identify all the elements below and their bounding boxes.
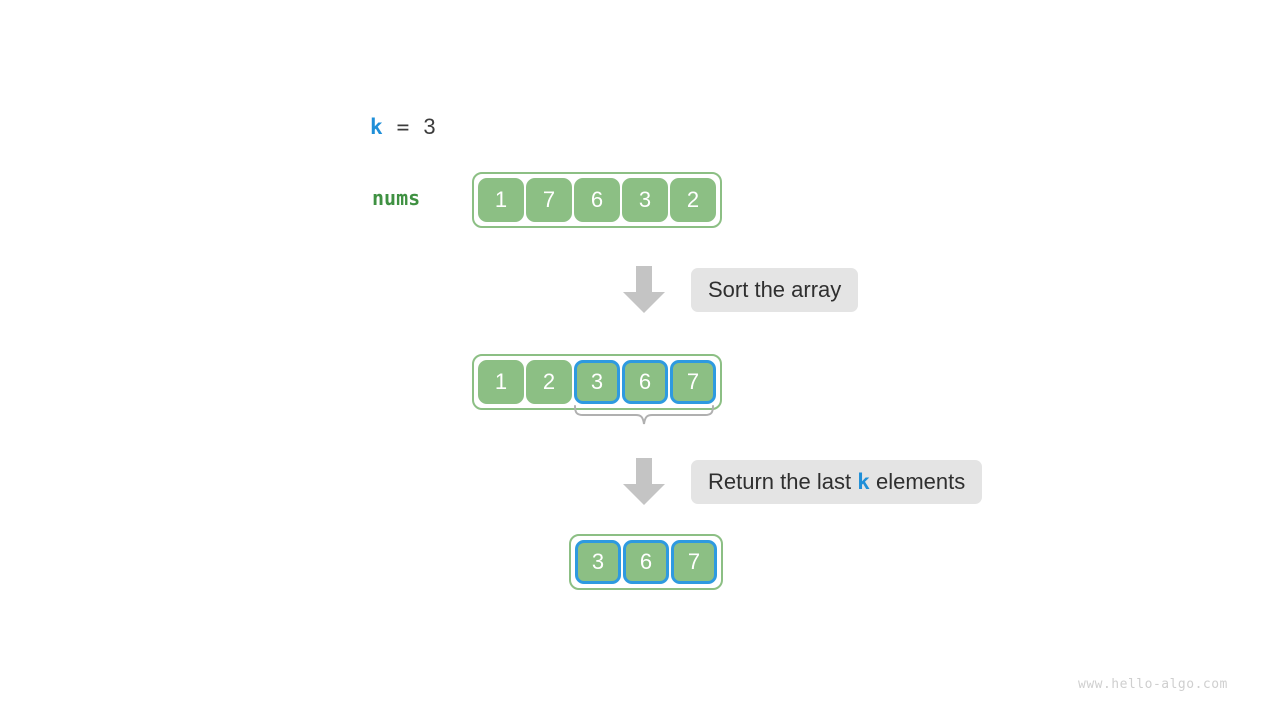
array-result: 3 6 7 — [569, 534, 723, 590]
variable-name-k: k — [370, 115, 383, 139]
array-cell: 1 — [478, 178, 524, 222]
step-label-return: Return the last k elements — [691, 460, 983, 505]
step-label-return-prefix: Return the last — [708, 469, 858, 494]
variable-value: 3 — [423, 114, 436, 139]
variable-declaration: k = 3 — [370, 114, 436, 140]
variable-operator: = — [396, 115, 410, 139]
arrow-down-icon — [621, 266, 667, 319]
step-label-return-variable: k — [857, 469, 870, 494]
array-cell: 2 — [526, 360, 572, 404]
array-cell-highlighted: 3 — [575, 540, 621, 584]
array-cell-highlighted: 7 — [670, 360, 716, 404]
array-cell: 1 — [478, 360, 524, 404]
array-cell: 7 — [526, 178, 572, 222]
array-cell-highlighted: 3 — [574, 360, 620, 404]
array-cell-highlighted: 6 — [622, 360, 668, 404]
array-cell: 2 — [670, 178, 716, 222]
curly-brace-icon — [570, 404, 718, 439]
watermark: www.hello-algo.com — [1078, 677, 1228, 692]
array-name-label: nums — [372, 186, 421, 210]
step-label-sort-text: Sort the array — [708, 277, 842, 302]
array-cell: 3 — [622, 178, 668, 222]
array-cell: 6 — [574, 178, 620, 222]
array-initial: 1 7 6 3 2 — [472, 172, 722, 228]
array-cell-highlighted: 7 — [671, 540, 717, 584]
arrow-down-icon — [621, 458, 667, 511]
step-label-return-suffix: elements — [869, 469, 966, 494]
step-label-sort: Sort the array — [691, 268, 859, 313]
array-sorted: 1 2 3 6 7 — [472, 354, 722, 410]
array-cell-highlighted: 6 — [623, 540, 669, 584]
